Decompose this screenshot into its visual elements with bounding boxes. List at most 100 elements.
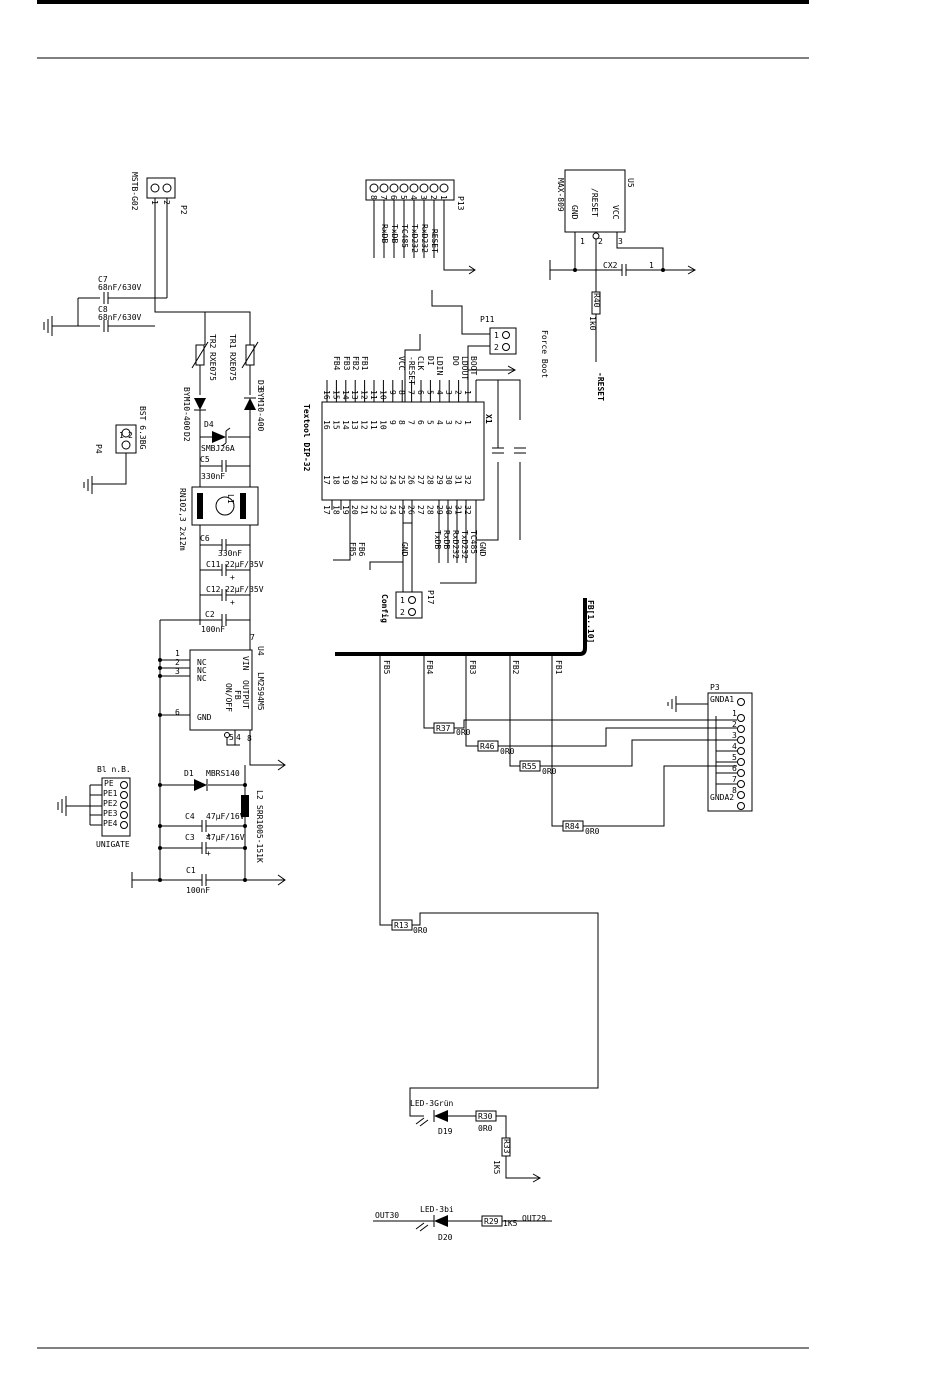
regulator-u4: NC NC NC GND VIN OUTPUT FB ON/OFF U4 LM2…	[175, 633, 265, 743]
svg-text:RXE075: RXE075	[228, 352, 237, 381]
resistor-r13: R13 0R0	[391, 919, 428, 935]
svg-text:GNDA2: GNDA2	[710, 793, 734, 802]
unigate-connector: Bl n.B. PE PE1 PE2 PE3 PE4 UNIGATE	[57, 765, 131, 849]
x1-pin-number: 8	[397, 390, 406, 395]
svg-text:LDOUT: LDOUT	[460, 356, 469, 380]
svg-text:DO: DO	[451, 356, 460, 366]
out29-label: OUT29	[522, 1214, 546, 1223]
x1-pin-number-outer: 30	[444, 505, 453, 515]
svg-text:VCC: VCC	[611, 205, 620, 220]
svg-text:4: 4	[236, 733, 241, 742]
svg-text:C12: C12	[206, 585, 221, 594]
x1-pin-number: 5	[425, 390, 434, 395]
x1-pin-number-inner: 8	[397, 420, 406, 425]
capacitor-c7: C7 68nF/630V	[78, 275, 167, 304]
svg-text:5: 5	[399, 195, 408, 200]
x1-pin-number: 31	[454, 475, 463, 485]
x1-pin-number: 3	[444, 390, 453, 395]
svg-text:3: 3	[419, 195, 428, 200]
socket-x1: Textool DIP-32 X1 1122334455667788991010…	[302, 380, 493, 515]
svg-text:LM2594M5: LM2594M5	[256, 672, 265, 711]
svg-text:Textool DIP-32: Textool DIP-32	[302, 404, 311, 472]
x1-pin-number: 10	[378, 390, 387, 400]
c7-value: 68nF/630V	[98, 283, 142, 292]
svg-text:2: 2	[494, 343, 499, 352]
svg-text:BOOT: BOOT	[469, 356, 478, 375]
capacitor-c3: C3 47µF/16V +	[160, 833, 245, 858]
capacitor-c11: C11 22µF/35V +	[200, 560, 264, 582]
svg-text:22µF/35V: 22µF/35V	[225, 560, 264, 569]
capacitor-c5: C5 330nF	[200, 455, 250, 481]
svg-text:0R0: 0R0	[585, 827, 600, 836]
x1-pin-number: 21	[360, 475, 369, 485]
svg-text:Config: Config	[380, 594, 390, 623]
bus-fb: FB[1..10] FB5 FB4 FB3 FB2 FB1	[335, 598, 595, 675]
svg-text:1: 1	[580, 237, 585, 246]
out30-label: OUT30	[375, 1211, 399, 1220]
svg-text:3: 3	[175, 667, 180, 676]
svg-text:D19: D19	[438, 1127, 453, 1136]
svg-text:R55: R55	[522, 762, 537, 771]
choke-l1: RN102,3 2x12m L1	[178, 486, 259, 551]
x1-pin-number-outer: 25	[397, 505, 406, 515]
svg-text:FB6: FB6	[357, 542, 366, 557]
svg-text:L1: L1	[226, 494, 235, 504]
capacitor-c4: C4 47µF/16V +	[160, 812, 245, 840]
x1-pin-number: 32	[463, 475, 472, 485]
x1-signal-labels: BOOT LDOUT DO LDIN DI CLK -RESET VCC FB1…	[332, 356, 487, 559]
x1-pin-number-inner: 7	[407, 420, 416, 425]
svg-text:PE2: PE2	[103, 799, 118, 808]
svg-text:D3: D3	[256, 380, 265, 390]
connector-p11: 1 2 P11 Force Boot	[480, 315, 549, 378]
svg-text:0R0: 0R0	[500, 747, 515, 756]
resistor-r30: R30 0R0	[475, 1110, 497, 1133]
svg-text:P13: P13	[456, 196, 465, 211]
svg-text:5: 5	[732, 753, 737, 762]
svg-text:8: 8	[369, 195, 378, 200]
x1-pin-number-inner: 9	[388, 420, 397, 425]
cx2-ref: CX2	[603, 261, 618, 270]
p11-value: Force Boot	[540, 330, 549, 378]
svg-text:D2: D2	[182, 432, 191, 442]
svg-text:C5: C5	[200, 455, 210, 464]
svg-text:SRR1005-151K: SRR1005-151K	[255, 805, 264, 863]
svg-text:1: 1	[119, 431, 124, 440]
svg-text:2: 2	[400, 608, 405, 617]
svg-text:2: 2	[128, 431, 133, 440]
x1-pin-number: 17	[322, 475, 331, 485]
resistor-r55: R55 0R0	[519, 760, 557, 776]
x1-pin-number: 30	[444, 475, 453, 485]
svg-text:/RESET: /RESET	[590, 188, 599, 217]
svg-text:U4: U4	[256, 646, 265, 656]
svg-text:FB: FB	[233, 690, 242, 700]
resistor-r37: R37 0R0	[433, 722, 471, 737]
ground-symbol	[43, 316, 53, 336]
x1-pin-number-inner: 15	[331, 420, 340, 430]
svg-text:BYM10-400: BYM10-400	[256, 388, 265, 432]
x1-pin-number-inner: 13	[350, 420, 359, 430]
svg-text:6: 6	[732, 764, 737, 773]
led-d19: LED-3Grün D19	[410, 1099, 454, 1136]
svg-text:FB1: FB1	[554, 660, 563, 675]
x1-pin-number-outer: 17	[322, 505, 331, 515]
x1-pin-number-outer: 18	[331, 505, 340, 515]
connector-p17: 1 2 P17 Config	[380, 590, 435, 623]
svg-text:VIN: VIN	[241, 656, 250, 671]
svg-text:GND: GND	[197, 713, 212, 722]
svg-text:C2: C2	[205, 610, 215, 619]
svg-text:22µF/35V: 22µF/35V	[225, 585, 264, 594]
x1-pin-number: 22	[369, 475, 378, 485]
svg-text:MAX-809: MAX-809	[556, 178, 565, 212]
svg-text:FB1: FB1	[360, 356, 369, 371]
svg-text:R37: R37	[436, 724, 451, 733]
x1-pin-number: 15	[331, 390, 340, 400]
svg-text:+: +	[230, 598, 235, 607]
x1-pin-number: 24	[388, 475, 397, 485]
x1-pin-number-inner: 14	[341, 420, 350, 430]
svg-text:0R0: 0R0	[413, 926, 428, 935]
svg-text:-RESET: -RESET	[407, 356, 416, 385]
x1-pin-number-outer: 24	[388, 505, 397, 515]
reset-net-label: -RESET	[596, 372, 605, 401]
c7-ref: C7	[98, 275, 108, 284]
